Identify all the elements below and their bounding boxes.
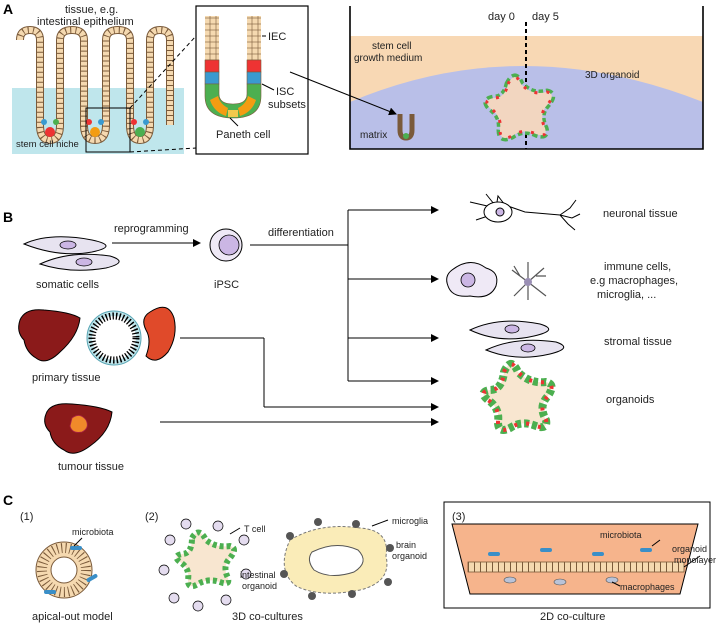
c1-microbiota-label: microbiota [72, 527, 114, 537]
macrophages-pointer [611, 581, 621, 587]
monolayer-pointer [683, 555, 701, 568]
immune-label-2: e.g macrophages, [590, 275, 678, 287]
2d-coculture-label: 2D co-culture [540, 611, 605, 623]
crypt-detail [204, 16, 262, 119]
isc-pointer [261, 83, 275, 91]
somatic-label: somatic cells [36, 279, 99, 291]
stromal-label: stromal tissue [604, 336, 672, 348]
tcell-organoid [158, 518, 252, 612]
monolayer-label-1: organoid [672, 544, 707, 554]
day5-label: day 5 [532, 11, 559, 23]
tissue-label-2: intestinal epithelium [37, 16, 134, 28]
tissue-label-1: tissue, e.g. [65, 4, 118, 16]
primary-tissue-icons [18, 306, 176, 366]
zoom-line-top [129, 35, 197, 109]
matrix-label: matrix [360, 130, 387, 141]
panel-c-letter: C [3, 492, 13, 508]
neuron-icon [469, 193, 581, 231]
seeded-crypt [397, 114, 415, 141]
panel-a-letter: A [3, 1, 13, 17]
seed-arrow [289, 71, 397, 116]
macrophages-label: macrophages [620, 582, 675, 592]
medium-label-1: stem cell [372, 41, 411, 52]
paneth-label: Paneth cell [216, 129, 270, 141]
c2-number: (2) [145, 511, 158, 523]
panel-b-letter: B [3, 209, 13, 225]
organoids-label: organoids [606, 394, 655, 406]
medium-label-2: growth medium [354, 53, 422, 64]
intestinal-organoid-label-2: organoid [242, 581, 277, 591]
microglia-pointer [371, 519, 389, 527]
c3-frame [443, 501, 711, 609]
zoom-box [85, 107, 131, 153]
immune-cells-icon [446, 262, 547, 300]
differentiation-label: differentiation [268, 227, 334, 239]
ipsc-cell [209, 228, 243, 262]
c3-microbiota-label: microbiota [600, 530, 642, 540]
monolayer-label-2: monolayer [674, 555, 716, 565]
tcell-label: T cell [244, 524, 265, 534]
brain-organoid-label-1: brain [396, 540, 416, 550]
intestinal-epithelium [16, 26, 174, 144]
intestinal-organoid-label-1: intestinal [240, 570, 276, 580]
c3-microbiota-pointer [651, 539, 661, 547]
stem-cell-niche-label: stem cell niche [16, 139, 79, 150]
stromal-cells-icon [468, 320, 565, 358]
c3-number: (3) [452, 511, 465, 523]
iec-label: IEC [268, 31, 286, 43]
paneth-pointer [229, 117, 239, 127]
day0-label: day 0 [488, 11, 515, 23]
ipsc-label: iPSC [214, 279, 239, 291]
c1-number: (1) [20, 511, 33, 523]
tcell-pointer [229, 527, 241, 535]
immune-label-3: microglia, ... [597, 289, 656, 301]
immune-label-1: immune cells, [604, 261, 671, 273]
3d-cocultures-label: 3D co-cultures [232, 611, 303, 623]
tumour-tissue-label: tumour tissue [58, 461, 124, 473]
organoid-icon [479, 360, 556, 434]
microglia-label: microglia [392, 516, 428, 526]
3d-organoid-star [483, 73, 556, 142]
isc-label-1: ISC [276, 86, 294, 98]
brain-organoid [280, 518, 394, 600]
differentiation-tree [160, 206, 439, 426]
reprogramming-label: reprogramming [114, 223, 189, 235]
brain-organoid-label-2: organoid [392, 551, 427, 561]
tumour-tissue-icon [44, 403, 113, 454]
primary-tissue-label: primary tissue [32, 372, 100, 384]
apical-out-organoid [35, 541, 98, 599]
apical-out-label: apical-out model [32, 611, 113, 623]
neuronal-label: neuronal tissue [603, 208, 678, 220]
somatic-cells [22, 236, 120, 271]
3d-organoid-label: 3D organoid [585, 70, 639, 81]
isc-label-2: subsets [268, 99, 306, 111]
c1-microbiota-pointer [73, 537, 83, 547]
2d-coculture-dish [451, 523, 699, 595]
